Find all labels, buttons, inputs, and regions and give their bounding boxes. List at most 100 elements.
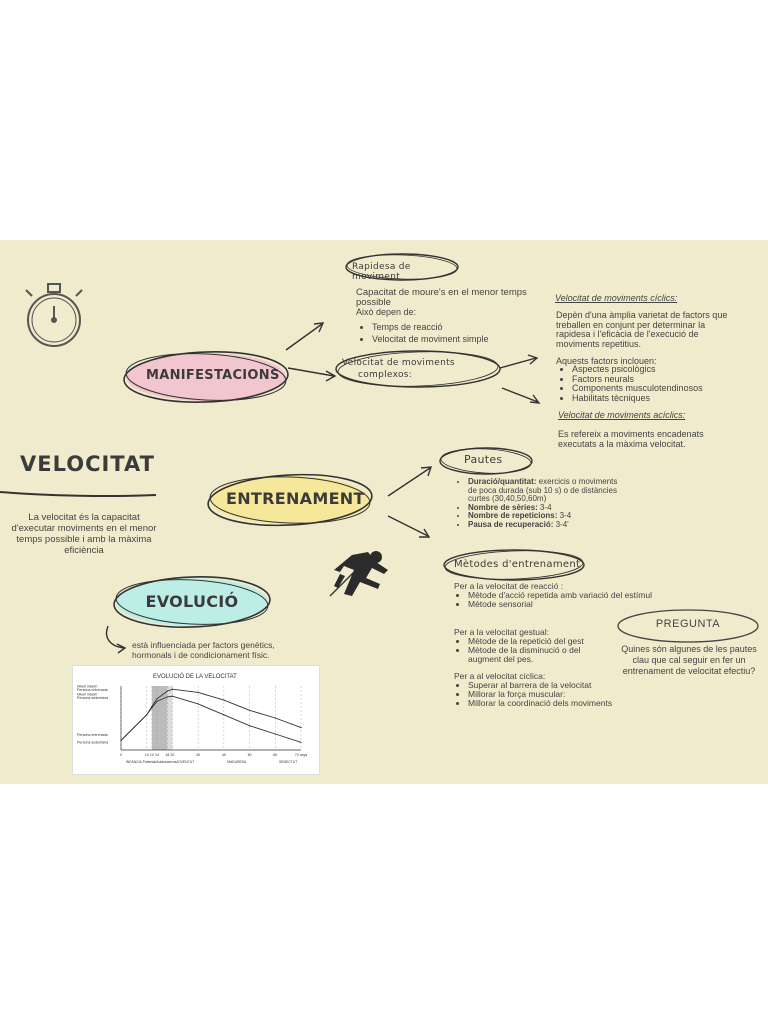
chart-point	[151, 707, 153, 709]
chart-x-tick-label: 0	[120, 753, 122, 757]
chart-point	[274, 717, 276, 719]
chart-point	[171, 688, 174, 690]
list-item: Superar al barrera de la velocitat	[468, 681, 624, 690]
chart-point	[166, 690, 168, 692]
ciclics-title: Velocitat de moviments cíclics:	[555, 293, 678, 303]
chart-y-label: Persona sedentària	[77, 696, 108, 700]
chart-y-label: Persona entrenada	[77, 733, 108, 737]
list-item: Millorar la força muscular:	[468, 690, 624, 699]
chart-shade-puberty	[151, 686, 168, 750]
evolucio-node: EVOLUCIÓ	[145, 592, 239, 611]
chart-point	[146, 714, 148, 716]
chart-x-tick-label: 70 anys	[295, 753, 308, 757]
chart-phase-label: MADURESA	[227, 760, 247, 764]
list-item: Duració/quantitat: exercicis o moviments…	[468, 477, 618, 504]
chart-point	[300, 727, 302, 729]
complexos-label: Velocitat de moviments complexos:	[342, 358, 472, 380]
chart-x-tick-label: 30	[196, 753, 200, 757]
chart-x-tick-label: 20	[170, 753, 174, 757]
rapidesa-depen: Això depen de:	[356, 307, 417, 317]
chart-series-line	[120, 695, 302, 743]
chart-point	[197, 691, 199, 693]
chart-point	[248, 709, 251, 711]
evolucio-blob	[116, 578, 268, 626]
title-underline	[0, 491, 157, 497]
chart-x-tick-label: 10	[145, 753, 149, 757]
chart-x-tick-label: 18	[165, 753, 169, 757]
chart-x-tick-label: 40	[222, 753, 226, 757]
entrenament-node: ENTRENAMENT	[226, 489, 365, 508]
chart-shade-transition	[167, 686, 173, 750]
chart-point	[171, 695, 174, 697]
chart-phase-label: JOVENTUT	[176, 760, 194, 764]
runner-icon	[334, 551, 388, 596]
group-title: Per a la velocitat gestual:	[454, 627, 549, 637]
chart-point	[300, 741, 302, 743]
stopwatch-icon	[25, 283, 83, 347]
list-item: Nombre de repeticions: 3-4	[468, 511, 618, 521]
pregunta-label: PREGUNTA	[655, 618, 721, 630]
chart-phase-label: INFÀNCIA	[126, 760, 143, 764]
chart-point	[156, 698, 158, 700]
list-item: Aspectes psicològics	[572, 364, 752, 375]
group-title: Per a la velocitat de reacció :	[454, 581, 564, 591]
evolucio-desc: està influenciada per factors genètics, …	[132, 640, 275, 660]
list-item: Millorar la coordinació dels moviments	[468, 699, 624, 708]
chart-y-label: Nivell màxim	[77, 684, 97, 688]
list-item: Nombre de sèries: 3-4	[468, 503, 618, 513]
connectors-layer	[0, 253, 759, 654]
metodes-group-ciclica: Per a al velocitat cíclica: Superar al b…	[454, 672, 624, 708]
chart-point	[223, 714, 225, 716]
metodes-group-reaccio: Per a la velocitat de reacció : Mètode d…	[454, 582, 664, 609]
chart-title: EVOLUCIÓ DE LA VELOCITAT	[153, 674, 237, 680]
chart-point	[166, 696, 168, 698]
metodes-label: Mètodes d'entrenament	[454, 559, 581, 570]
list-item: Mètode de la disminució o del augment de…	[468, 646, 614, 664]
list-item: Components musculotendinosos	[572, 383, 752, 394]
ciclics-factors-intro: Aquests factors inclouen:	[556, 356, 657, 366]
list-item: Mètode d'acció repetida amb variació del…	[468, 591, 664, 600]
pautes-label: Pautes	[464, 453, 503, 466]
chart-point	[120, 739, 122, 741]
chart-point	[274, 733, 276, 735]
chart-phase-label: Pubertat/Adolescència	[143, 760, 177, 764]
chart-point	[156, 700, 158, 702]
chart-x-tick-label: 12	[150, 753, 154, 757]
list-item: Temps de reacció	[372, 321, 542, 333]
chart-x-tick-label: 50	[248, 753, 252, 757]
chart-point	[248, 725, 251, 727]
chart-phase-label: SENECTUT	[279, 760, 297, 764]
rapidesa-label: Rapidesa de moviment	[352, 262, 411, 282]
aciclics-desc: Es refereix a moviments encadenats execu…	[558, 429, 704, 449]
chart-point	[223, 699, 225, 701]
ciclics-factors-list: Aspectes psicològics Factors neurals Com…	[558, 364, 752, 404]
mind-map-board: VELOCITAT La velocitat és la capacitat d…	[0, 240, 768, 784]
metodes-group-gestual: Per a la velocitat gestual: Mètode de la…	[454, 628, 614, 664]
chart-y-label: Nivell màxim	[77, 693, 97, 697]
manifestacions-node: MANIFESTACIONS	[146, 368, 280, 383]
list-item: Factors neurals	[572, 374, 752, 385]
group-title: Per a al velocitat cíclica:	[454, 671, 546, 681]
list-item: Habilitats tècniques	[572, 393, 752, 404]
chart-point	[197, 703, 199, 705]
list-item: Mètode sensorial	[468, 600, 664, 609]
pregunta-text: Quines són algunes de les pautes clau qu…	[621, 644, 757, 676]
chart-y-label: Persona entrenada	[77, 688, 108, 692]
page-title: VELOCITAT	[20, 452, 155, 476]
entrenament-blob	[210, 476, 370, 524]
chart-x-tick-label: 14	[155, 753, 159, 757]
complexos-label-line2: complexos:	[358, 370, 413, 380]
chart-y-label: Persona sedentària	[77, 741, 108, 745]
list-item: Pausa de recuperació: 3-4'	[468, 520, 618, 530]
chart-x-tick-label: 60	[273, 753, 277, 757]
pautes-list: Duració/quantitat: exercicis o moviments…	[454, 477, 618, 530]
manifestacions-blob	[126, 353, 286, 401]
definition-text: La velocitat és la capacitat d'executar …	[11, 512, 157, 556]
list-item: Mètode de la repetició del gest	[468, 637, 614, 646]
complexos-label-line1: Velocitat de moviments	[342, 358, 455, 368]
rapidesa-desc: Capacitat de moure's en el menor temps p…	[356, 287, 527, 308]
list-item: Velocitat de moviment simple	[372, 333, 542, 345]
ciclics-desc: Depèn d'una àmplia varietat de factors q…	[556, 310, 728, 349]
